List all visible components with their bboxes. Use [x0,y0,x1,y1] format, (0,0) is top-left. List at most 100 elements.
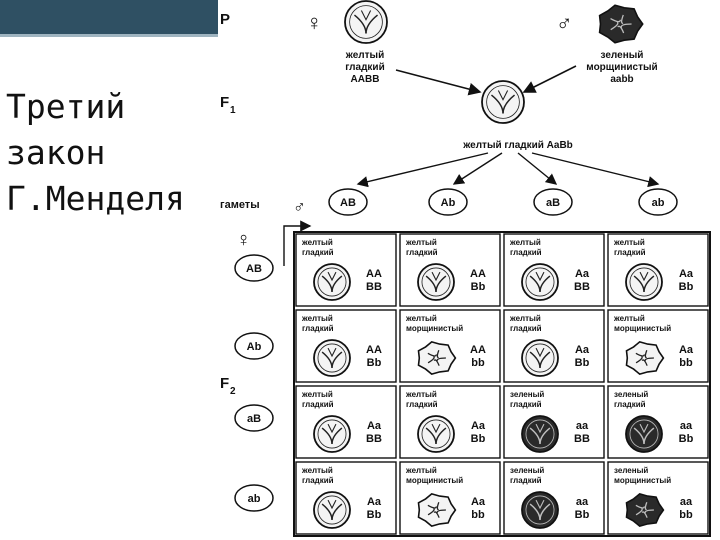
seed-embryo-right [643,275,655,292]
seed-embryo-top [360,10,372,21]
seed-wrinkle [620,14,624,24]
seed-embryo-top [535,499,545,510]
seed-body [417,263,455,301]
cell-color-label: желтый [613,238,645,247]
punnett-square: желтыйгладкийAABBжелтыйгладкийAABbжелтый… [293,231,711,537]
parent-male-seed [598,4,644,44]
seed-ring [629,419,659,449]
seed-wrinkle [427,352,438,357]
cell-seed [625,263,663,301]
seed-ring [421,419,451,449]
cell-border [399,309,501,383]
seed-body [417,415,455,453]
cell-shape-label: морщинистый [614,324,671,333]
cell-genotype-b: BB [366,433,382,445]
cell-genotype-a: aa [576,420,589,432]
seed-embryo-right [539,503,551,520]
seed-embryo-top [327,423,337,434]
gamete-arrow-4 [531,152,660,188]
title-accent-line [0,34,218,37]
cell-genotype-a: AA [366,344,382,356]
female-gamete-0: AB [234,254,274,282]
seed-ring [525,495,555,525]
cell-border [607,461,709,535]
cell-genotype-b: Bb [367,509,382,521]
gametes-female-symbol: ♀ [236,229,251,251]
seed-embryo-right [435,427,447,444]
cell-genotype-a: Aa [471,420,486,432]
generation-p-label: P [220,11,230,28]
cell-genotype-b: BB [574,433,590,445]
cell-seed [521,339,559,377]
seed-ring [629,267,659,297]
gamete-oval [638,188,678,216]
cell-genotype-a: Aa [471,496,486,508]
seed-ring [317,343,347,373]
seed-embryo-right [331,351,343,368]
seed-wrinkle [644,350,648,359]
parent-female-genotype: AABB [351,74,380,85]
cell-color-label: желтый [405,466,437,475]
cell-shape-label: гладкий [614,248,646,257]
gamete-label: AB [246,263,262,275]
seed-embryo-right [331,503,343,520]
cell-color-label: желтый [405,390,437,399]
seed-wrinkle [635,507,643,516]
generation-f2-subscript: 2 [230,386,236,397]
gamete-arrow-1 [356,152,489,188]
seed-wrinkle [641,511,648,518]
female-gamete-3: ab [234,484,274,512]
cell-color-label: желтый [613,314,645,323]
slide-title: Третий закон Г.Менделя [6,87,185,218]
male-symbol: ♂ [556,10,573,35]
gamete-arrow-2 [452,152,503,185]
cell-color-label: зеленый [614,390,648,399]
seed-ring [317,419,347,449]
seed-wrinkle [644,502,648,511]
seed-embryo-right [539,351,551,368]
cell-genotype-a: Aa [679,344,694,356]
seed-embryo-top [639,423,649,434]
seed-body [625,415,663,453]
cell-genotype-a: aa [680,496,693,508]
cell-genotype-a: AA [366,268,382,280]
gamete-label: aB [247,413,261,425]
seed-ring [421,267,451,297]
cell-seed [625,341,665,375]
seed-wrinkle [635,352,646,357]
cell-genotype-a: Aa [367,496,382,508]
cell-seed [313,491,351,529]
cell-shape-label: гладкий [510,324,542,333]
seed-embryo-top [327,499,337,510]
seed-wrinkle [433,511,440,518]
female-gamete-1: Ab [234,332,274,360]
cell-color-label: желтый [301,238,333,247]
cell-shape-label: гладкий [406,400,438,409]
male-gamete-1: Ab [428,188,468,216]
seed-ring [317,495,347,525]
parent-female-shape: гладкий [345,62,384,73]
cell-shape-label: гладкий [406,248,438,257]
cell-genotype-b: Bb [679,433,694,445]
cell-genotype-a: Aa [367,420,382,432]
parent-female-seed [344,0,388,44]
gamete-oval [234,404,274,432]
female-symbol: ♀ [306,10,323,35]
gamete-label: ab [248,493,261,505]
gamete-label: aB [546,197,560,209]
cell-seed [521,415,559,453]
parent-male-color: зеленый [601,50,644,61]
cell-genotype-b: Bb [575,357,590,369]
seed-body [313,415,351,453]
cell-genotype-b: bb [471,357,485,369]
gamete-label: AB [340,197,356,209]
seed-body [521,415,559,453]
